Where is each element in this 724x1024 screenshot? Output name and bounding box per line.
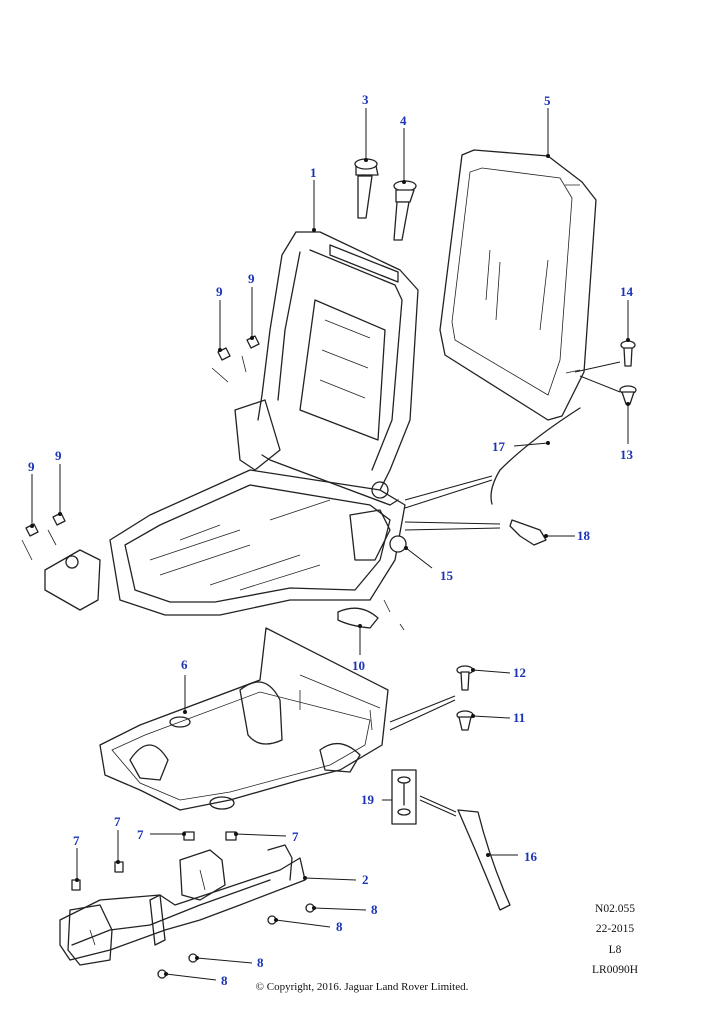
callout-3: 3 xyxy=(362,92,369,107)
knob-part-15 xyxy=(389,535,407,553)
callout-9d: 9 xyxy=(55,448,62,463)
date-code: 22-2015 xyxy=(595,923,635,935)
cushion-pan-part xyxy=(99,627,389,811)
screw-part-14 xyxy=(620,340,636,367)
level-code: L8 xyxy=(608,944,622,956)
seat-frame-part xyxy=(44,231,419,616)
fixing-kit-part-19 xyxy=(391,769,417,825)
callout-13: 13 xyxy=(620,447,634,462)
callout-9a: 9 xyxy=(216,284,223,299)
callout-1: 1 xyxy=(310,165,317,180)
callout-17: 17 xyxy=(492,439,506,454)
callout-8d: 8 xyxy=(221,973,228,988)
headrest-guide-part-4 xyxy=(393,180,417,241)
callout-16: 16 xyxy=(524,849,538,864)
callout-7b: 7 xyxy=(114,814,121,829)
screw-part-12 xyxy=(456,665,474,691)
callout-6: 6 xyxy=(181,657,188,672)
clip-part-9 xyxy=(21,335,260,561)
callout-7d: 7 xyxy=(292,829,299,844)
callout-15: 15 xyxy=(440,568,454,583)
callout-14: 14 xyxy=(620,284,634,299)
seat-back-cover-part xyxy=(439,149,597,421)
callout-11: 11 xyxy=(513,710,525,725)
headrest-guide-part-3 xyxy=(354,158,379,219)
strap-part-16 xyxy=(457,809,511,911)
pad-part-10 xyxy=(337,599,405,631)
callout-2: 2 xyxy=(362,872,369,887)
callout-19: 19 xyxy=(361,792,375,807)
callout-9b: 9 xyxy=(248,271,255,286)
callout-8a: 8 xyxy=(371,902,378,917)
release-lever-part-18 xyxy=(509,519,547,546)
bolt-part-7 xyxy=(71,831,237,891)
base-frame-part xyxy=(59,844,306,966)
callout-7a: 7 xyxy=(73,833,80,848)
callout-12: 12 xyxy=(513,665,526,680)
callout-10: 10 xyxy=(352,658,365,673)
callout-9c: 9 xyxy=(28,459,35,474)
nut-part-8 xyxy=(157,903,315,979)
callout-8b: 8 xyxy=(336,919,343,934)
callout-4: 4 xyxy=(400,113,407,128)
copyright-notice: © Copyright, 2016. Jaguar Land Rover Lim… xyxy=(255,981,469,993)
leader-lines xyxy=(30,108,630,981)
reference-code: N02.055 xyxy=(595,903,635,915)
callout-5: 5 xyxy=(544,93,551,108)
illustration-id: LR0090H xyxy=(592,964,638,976)
callout-labels: 1 3 4 5 14 13 9 9 9 9 17 18 15 10 6 12 1… xyxy=(28,92,634,988)
callout-8c: 8 xyxy=(257,955,264,970)
callout-18: 18 xyxy=(577,528,591,543)
cable-part-17 xyxy=(490,407,581,505)
retainer-part-13 xyxy=(619,385,637,405)
callout-7c: 7 xyxy=(137,827,144,842)
nut-part-11 xyxy=(456,710,474,731)
